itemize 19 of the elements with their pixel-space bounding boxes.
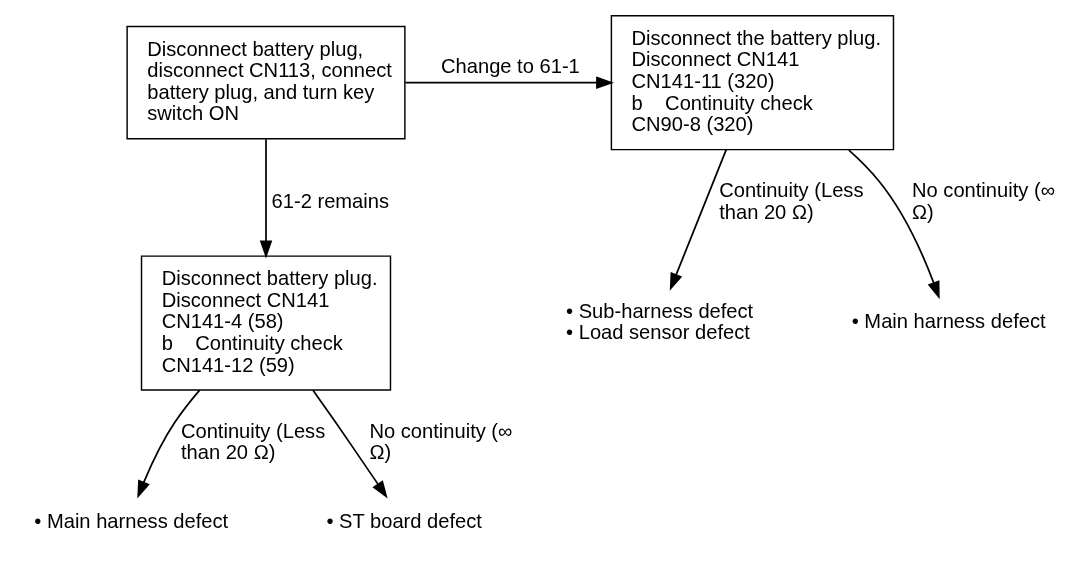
arrow [404, 76, 614, 89]
edge-label: Continuity (Less than 20 Ω) [719, 179, 864, 223]
arrow [137, 389, 201, 499]
node-text: • Sub-harness defect • Load sensor defect [566, 299, 754, 344]
node-box: Disconnect the battery plug. Disconnect CN141 CN141-11 (320) b Continuity check CN90-8 (320) [610, 15, 895, 151]
arrow [669, 148, 728, 291]
edge-label: Change to 61-1 [441, 54, 580, 77]
arrow [847, 149, 940, 300]
edge-label: Continuity (Less than 20 Ω) [180, 419, 326, 464]
node-text: • Main harness defect [851, 310, 1046, 333]
node-box: Disconnect battery plug. Disconnect CN141 CN141-4 (58) b Continuity check CN141-12 (59) [140, 255, 392, 391]
edge-label: No continuity (∞ Ω) [912, 179, 1055, 223]
edge-label: No continuity (∞ Ω) [369, 419, 513, 464]
node-text: • Main harness defect [34, 509, 229, 532]
arrow [259, 138, 273, 259]
edge-label: 61-2 remains [271, 190, 390, 213]
node-box: Disconnect battery plug, disconnect CN113, connect battery plug, and turn key switch ON [126, 25, 406, 140]
node-text: • ST board defect [326, 509, 482, 532]
arrow [312, 389, 388, 499]
